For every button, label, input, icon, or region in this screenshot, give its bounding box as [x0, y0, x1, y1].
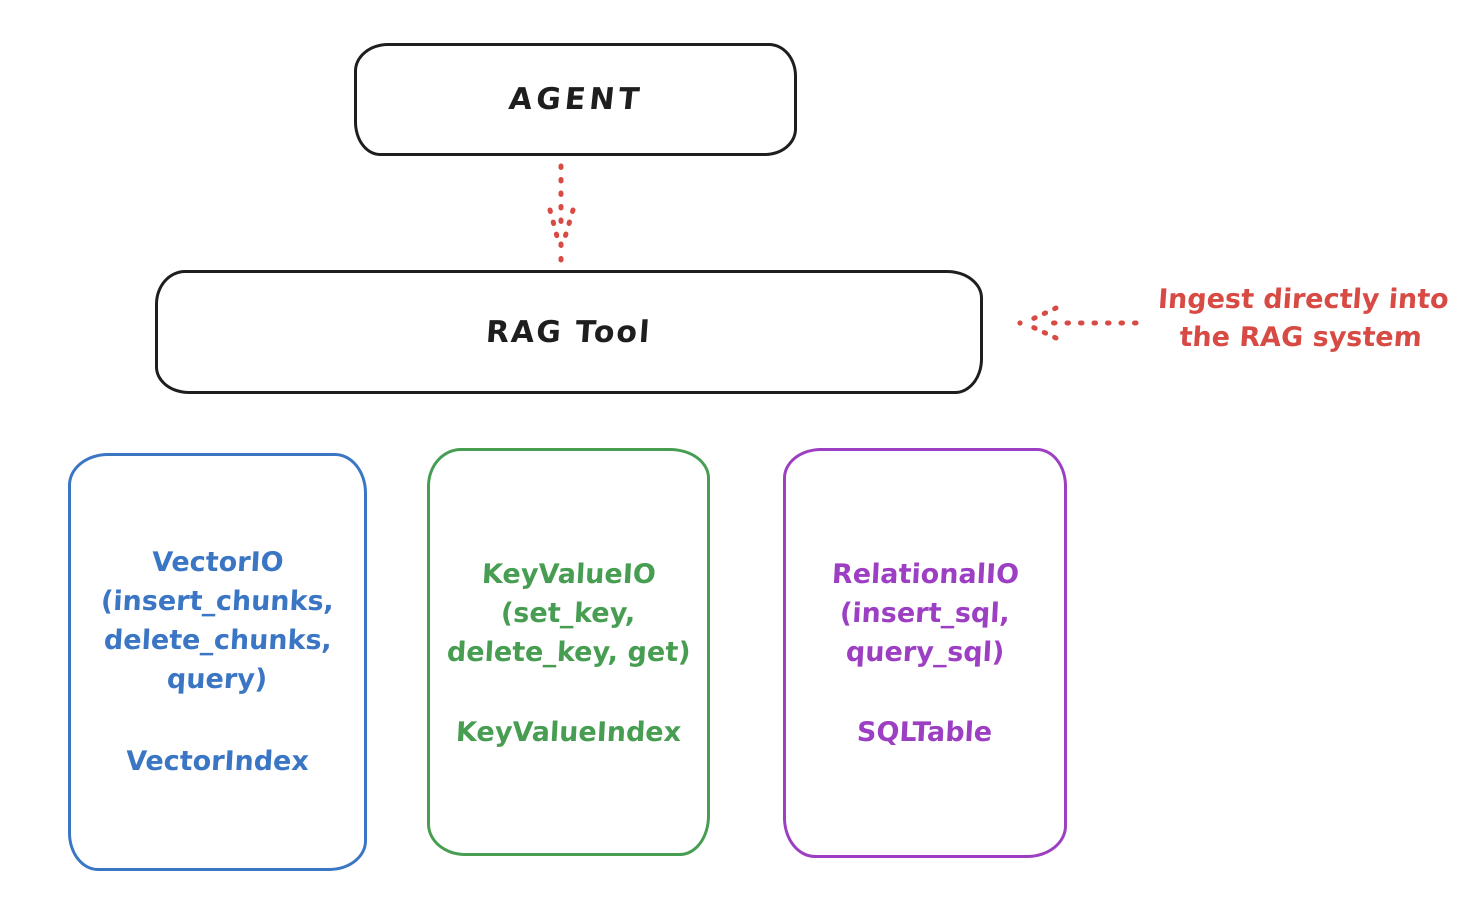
arrow-left-dotted-icon [1017, 305, 1139, 341]
vector-index-label: VectorIndex [125, 746, 310, 777]
keyvalue-io-box: KeyValueIO (set_key, delete_key, get) Ke… [427, 448, 710, 856]
relational-io-method-line: (insert_sql, [839, 598, 1011, 629]
ingest-annotation-line1: Ingest directly into [1156, 284, 1450, 315]
keyvalue-io-title: KeyValueIO [480, 559, 657, 590]
relational-io-box: RelationalIO (insert_sql, query_sql) SQL… [783, 448, 1067, 858]
vector-io-box: VectorIO (insert_chunks, delete_chunks, … [68, 453, 367, 871]
keyvalue-index-label: KeyValueIndex [455, 717, 682, 748]
relational-io-method-line: query_sql) [845, 637, 1005, 668]
rag-tool-box-label: RAG Tool [485, 314, 653, 350]
relational-io-title: RelationalIO [830, 559, 1020, 590]
ingest-annotation: Ingest directly into the RAG system [1127, 281, 1476, 357]
sql-table-label: SQLTable [856, 717, 994, 748]
vector-io-title: VectorIO [150, 547, 285, 578]
agent-box-label: AGENT [506, 82, 645, 117]
vector-io-method-line: delete_chunks, [102, 625, 333, 656]
ingest-annotation-line2: the RAG system [1178, 322, 1423, 353]
vector-io-method-line: query) [166, 664, 269, 695]
agent-box: AGENT [354, 43, 797, 156]
vector-io-method-line: (insert_chunks, [100, 586, 335, 617]
rag-tool-box: RAG Tool [155, 270, 983, 394]
keyvalue-io-method-line: delete_key, get) [445, 637, 692, 668]
arrow-down-dotted-icon [547, 163, 576, 263]
keyvalue-io-method-line: (set_key, [500, 598, 637, 629]
